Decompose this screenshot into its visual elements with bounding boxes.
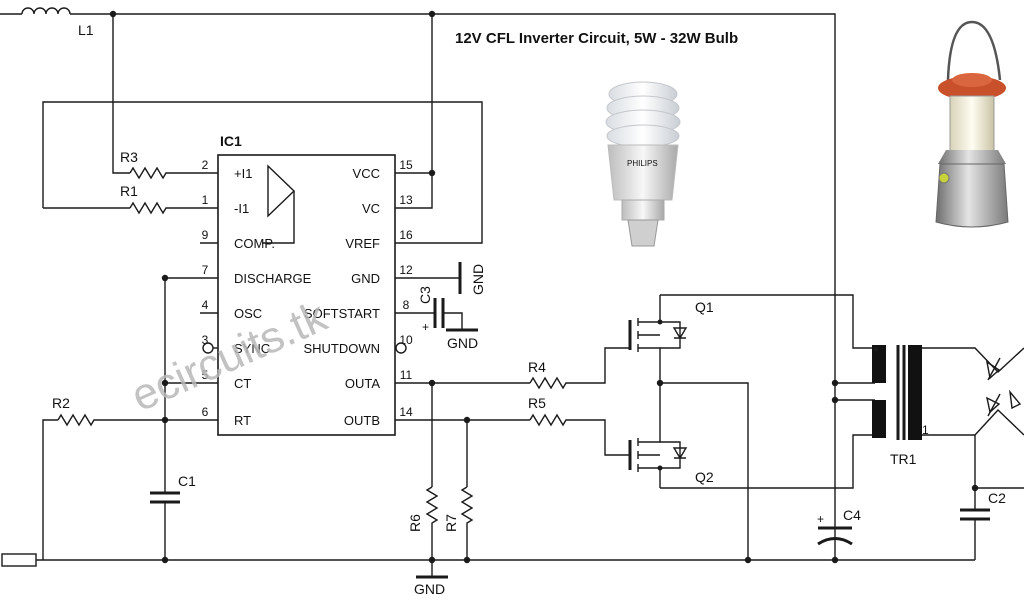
resistor-r3 — [129, 166, 218, 180]
lantern-image — [935, 20, 1009, 228]
resistor-r4 — [529, 347, 630, 390]
source-to-ground-wire — [660, 382, 749, 560]
ic-pin-number-5: 5 — [202, 368, 209, 382]
ic-pin-label-3: SYNC — [234, 341, 270, 356]
r4-label: R4 — [528, 359, 546, 375]
c3-label: C3 — [417, 286, 433, 304]
diagram-title: 12V CFL Inverter Circuit, 5W - 32W Bulb — [455, 30, 738, 47]
secondary-top-wire — [922, 347, 1024, 373]
resistor-r5 — [529, 413, 630, 456]
q2-drain-wire — [660, 434, 875, 489]
resistor-r6 — [425, 486, 439, 562]
r5-label: R5 — [528, 395, 546, 411]
q2-label: Q2 — [695, 469, 714, 485]
svg-text:+: + — [422, 320, 429, 334]
ic-pin-number-2: 2 — [202, 158, 209, 172]
ic-pin-label-1: -I1 — [234, 201, 249, 216]
gnd-label-pin12: GND — [470, 264, 486, 295]
ic-pin-number-6: 6 — [202, 405, 209, 419]
top-rail-wire — [70, 13, 836, 562]
ic-pin-number-11: 11 — [400, 368, 413, 382]
capacitor-c3 — [433, 298, 445, 328]
mosfet-q1 — [628, 295, 688, 370]
ic-pin-number-4: 4 — [202, 298, 209, 312]
ic-pin-label-9: COMP. — [234, 236, 275, 251]
ic-pin-number-12: 12 — [399, 263, 413, 277]
gnd-label-main: GND — [414, 581, 445, 597]
ic-pin-number-8: 8 — [403, 298, 410, 312]
r7-label: R7 — [443, 514, 459, 532]
inductor-l1: L1 — [0, 7, 94, 38]
ic-pin-number-1: 1 — [202, 193, 209, 207]
ic1-body — [217, 154, 396, 436]
tr1-pin-label: 1 — [922, 423, 929, 437]
mosfet-q2 — [628, 420, 688, 488]
svg-text:+: + — [817, 512, 824, 526]
ic-pin-number-15: 15 — [399, 158, 413, 172]
ic-pin-label-13: VC — [362, 201, 380, 216]
resistor-r2 — [57, 413, 218, 427]
ic-pin-number-7: 7 — [202, 263, 209, 277]
l1-label: L1 — [78, 22, 94, 38]
vc-wire — [395, 14, 433, 209]
bulb-brand-text: PHILIPS — [627, 159, 658, 168]
resistor-r7 — [460, 486, 474, 562]
ic-pin-number-13: 13 — [399, 193, 413, 207]
ic-pin-label-6: RT — [234, 413, 251, 428]
ic-pin-label-16: VREF — [345, 236, 380, 251]
ic-pin-label-8: SOFTSTART — [304, 306, 380, 321]
shutdown-pin-bubble — [395, 342, 407, 354]
bridge-rectifier — [986, 357, 1022, 417]
capacitor-c2 — [960, 508, 990, 521]
capacitor-c4 — [817, 526, 853, 546]
secondary-bottom-wire — [922, 434, 976, 510]
ic-pin-number-3: 3 — [202, 333, 209, 347]
q1-drain-wire — [660, 294, 875, 349]
cfl-bulb-image: PHILIPS — [605, 81, 681, 247]
ic-pin-label-2: +I1 — [234, 166, 252, 181]
ic-pin-label-7: DISCHARGE — [234, 271, 312, 286]
transformer-tr1 — [872, 345, 922, 440]
ic-pin-label-5: CT — [234, 376, 251, 391]
q1-label: Q1 — [695, 299, 714, 315]
gnd-label-c3: GND — [447, 335, 478, 351]
input-connector — [1, 553, 37, 567]
capacitor-c1 — [150, 491, 180, 504]
tr1-label: TR1 — [890, 451, 917, 467]
ic-pin-label-15: VCC — [353, 166, 380, 181]
resistor-r1 — [129, 201, 218, 215]
ic-pin-number-9: 9 — [202, 228, 209, 242]
ic1-label: IC1 — [220, 133, 242, 149]
opamp-symbol — [267, 164, 296, 218]
ic-pin-label-4: OSC — [234, 306, 262, 321]
r1-label: R1 — [120, 183, 138, 199]
c1-label: C1 — [178, 473, 196, 489]
ic-pin-label-12: GND — [351, 271, 380, 286]
c2-label: C2 — [988, 490, 1006, 506]
vref-loop-wire — [42, 101, 483, 244]
ic-pin-label-10: SHUTDOWN — [303, 341, 380, 356]
r3-wire — [112, 14, 130, 174]
r3-label: R3 — [120, 149, 138, 165]
ic-pin-number-14: 14 — [399, 405, 413, 419]
ic-pin-number-16: 16 — [399, 228, 413, 242]
rt-wire — [42, 419, 58, 560]
r6-label: R6 — [407, 514, 423, 532]
ic-pin-label-11: OUTA — [345, 376, 380, 391]
ic-pin-label-14: OUTB — [344, 413, 380, 428]
c4-label: C4 — [843, 507, 861, 523]
r2-label: R2 — [52, 395, 70, 411]
